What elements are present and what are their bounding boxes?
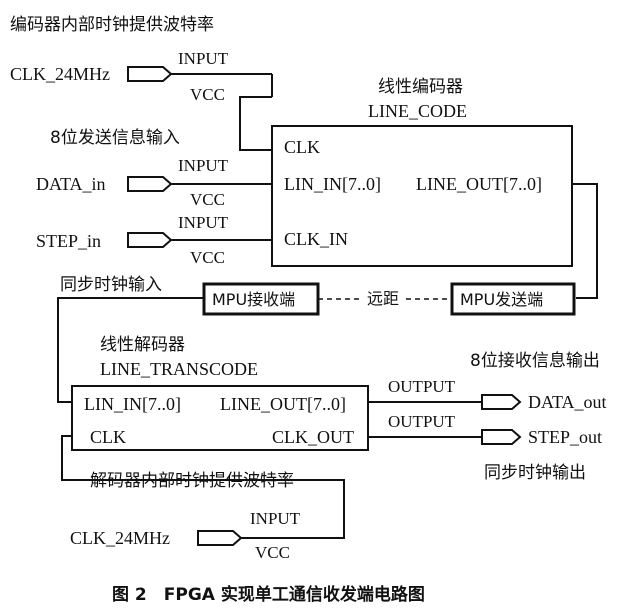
mpu-receiver-label: MPU接收端: [212, 290, 295, 309]
decoder-pin-line-out: LINE_OUT[7..0]: [220, 394, 346, 414]
input-label-dec-clk: INPUT: [250, 509, 301, 528]
decoder-title-en: LINE_TRANSCODE: [100, 359, 258, 379]
encoder-pin-line-out: LINE_OUT[7..0]: [416, 174, 542, 194]
mpu-sender-box: [450, 282, 576, 316]
step-in-pin: [127, 232, 173, 248]
encoder-clock-note: 编码器内部时钟提供波特率: [10, 15, 214, 35]
encoder-pin-clk-in: CLK_IN: [284, 229, 348, 249]
decoder-pin-clk-out: CLK_OUT: [272, 427, 354, 447]
data-in-note: 8位发送信息输入: [50, 128, 180, 148]
clk-input-pin: [127, 66, 173, 82]
data-out-note: 8位接收信息输出: [470, 351, 600, 371]
vcc-label-dec-clk: VCC: [255, 543, 290, 562]
data-out-pin: [481, 394, 522, 410]
decoder-title-cn: 线性解码器: [100, 335, 185, 355]
mpu-rx-to-decoder-wire: [57, 297, 204, 403]
data-out-label: DATA_out: [528, 392, 607, 412]
decoder-pin-lin-in: LIN_IN[7..0]: [84, 394, 181, 414]
distance-label: 远距: [367, 289, 399, 308]
data-in-label: DATA_in: [36, 174, 106, 194]
encoder-pin-lin-in: LIN_IN[7..0]: [284, 174, 381, 194]
clk-24mhz-decoder-label: CLK_24MHz: [70, 528, 170, 548]
encoder-title-cn: 线性编码器: [378, 77, 463, 97]
vcc-label-clk: VCC: [190, 85, 225, 104]
step-out-pin: [481, 429, 522, 445]
step-out-label: STEP_out: [528, 427, 602, 447]
decoder-clk-input-wire: [241, 510, 345, 539]
encoder-block: [271, 125, 573, 267]
input-label-data: INPUT: [178, 156, 229, 175]
decoder-clk-input-pin: [197, 530, 243, 546]
output-label-data: OUTPUT: [388, 377, 456, 396]
decoder-clock-note: 解码器内部时钟提供波特率: [90, 471, 294, 491]
data-in-pin: [127, 176, 173, 192]
mpu-sender-label: MPU发送端: [460, 290, 543, 309]
clk-wire-to-encoder: [239, 96, 272, 151]
encoder-title-en: LINE_CODE: [368, 101, 467, 121]
step-in-label: STEP_in: [36, 231, 101, 251]
input-label-clk: INPUT: [178, 49, 229, 68]
vcc-label-step: VCC: [190, 248, 225, 267]
clk-24mhz-input-label: CLK_24MHz: [10, 64, 110, 84]
mpu-receiver-box: [202, 282, 320, 316]
sync-clock-out-note: 同步时钟输出: [484, 463, 586, 483]
input-label-step: INPUT: [178, 213, 229, 232]
vcc-label-data: VCC: [190, 190, 225, 209]
figure-caption: 图 2 FPGA 实现单工通信收发端电路图: [112, 584, 425, 605]
sync-clock-in-note: 同步时钟输入: [60, 275, 162, 295]
decoder-pin-clk: CLK: [90, 427, 126, 447]
output-label-step: OUTPUT: [388, 412, 456, 431]
decoder-block: [71, 385, 369, 451]
encoder-pin-clk: CLK: [284, 137, 320, 157]
line-out-to-mpu-tx-wire: [572, 183, 598, 299]
decoder-clk-wire: [61, 435, 345, 510]
